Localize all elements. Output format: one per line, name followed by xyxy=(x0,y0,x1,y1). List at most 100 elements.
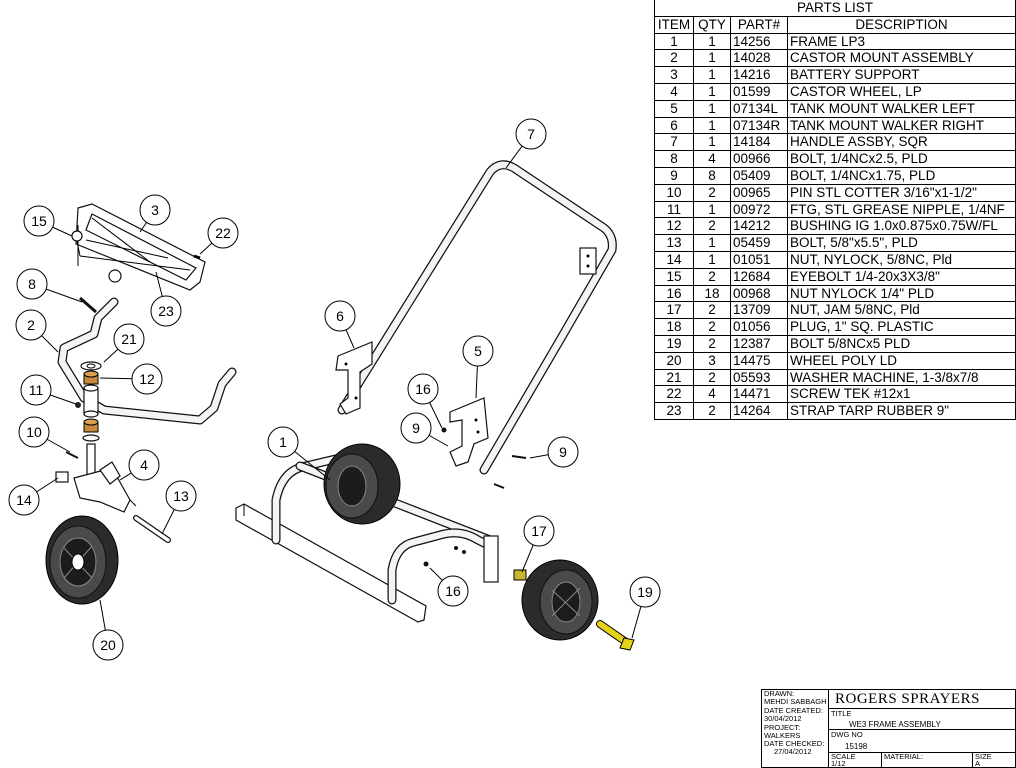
cell-qty: 18 xyxy=(693,284,731,303)
cell-part: 12684 xyxy=(730,267,788,286)
cell-qty: 3 xyxy=(693,351,731,370)
cell-qty: 1 xyxy=(693,66,731,84)
cell-desc: STRAP TARP RUBBER 9" xyxy=(787,402,1016,420)
balloon-14: 14 xyxy=(8,484,40,516)
cell-part: 05409 xyxy=(730,166,788,185)
dwg-value: 15198 xyxy=(845,742,868,751)
bolt-13-part xyxy=(133,515,171,543)
cell-part: 13709 xyxy=(730,301,788,320)
svg-text:9: 9 xyxy=(412,420,420,436)
cell-item: 12 xyxy=(654,217,694,236)
cell-qty: 4 xyxy=(693,385,731,404)
castor-wheel-20 xyxy=(45,515,119,605)
cell-part: 14475 xyxy=(730,351,788,370)
cell-item: 8 xyxy=(654,150,694,168)
cell-desc: TANK MOUNT WALKER LEFT xyxy=(787,99,1016,118)
date-created-value: 30/04/2012 xyxy=(764,714,802,723)
cell-item: 23 xyxy=(654,402,694,420)
cell-item: 11 xyxy=(654,200,694,219)
cell-desc: SCREW TEK #12x1 xyxy=(787,385,1016,404)
cell-qty: 1 xyxy=(693,133,731,152)
cell-qty: 2 xyxy=(693,368,731,387)
header-part: PART# xyxy=(730,15,788,34)
cell-desc: BATTERY SUPPORT xyxy=(787,66,1016,84)
castor-fork-part xyxy=(73,443,137,513)
cell-item: 10 xyxy=(654,183,694,202)
title-label: TITLE xyxy=(831,709,852,718)
material-cell: MATERIAL: xyxy=(881,752,973,768)
castor-mount-part xyxy=(57,297,237,425)
cotter-pin-part xyxy=(65,451,79,459)
date-created-label: DATE CREATED: xyxy=(764,706,823,715)
scale-label: SCALE xyxy=(831,752,856,761)
cell-item: 22 xyxy=(654,385,694,404)
svg-text:11: 11 xyxy=(29,382,44,398)
cell-qty: 2 xyxy=(693,301,731,320)
balloon-13: 13 xyxy=(165,480,197,512)
parts-list-header-row: ITEM QTY PART# DESCRIPTION xyxy=(654,15,1016,34)
balloon-1: 1 xyxy=(267,426,299,458)
cell-part: 01599 xyxy=(730,82,788,101)
cell-item: 7 xyxy=(654,133,694,152)
header-item: ITEM xyxy=(654,15,694,34)
cell-part: 00965 xyxy=(730,183,788,202)
cell-desc: CASTOR MOUNT ASSEMBLY xyxy=(787,49,1016,68)
cell-item: 19 xyxy=(654,334,694,353)
cell-item: 17 xyxy=(654,301,694,320)
parts-list-title: PARTS LIST xyxy=(654,0,1016,17)
cell-desc: BOLT, 5/8"x5.5", PLD xyxy=(787,234,1016,252)
balloon-7: 7 xyxy=(515,118,547,150)
cell-part: 00972 xyxy=(730,200,788,219)
cell-part: 05593 xyxy=(730,368,788,387)
svg-text:16: 16 xyxy=(415,381,431,397)
company-cell: ROGERS SPRAYERS INC. xyxy=(828,689,1016,709)
title-block: DRAWN: MEHDI SABBAGH DATE CREATED: 30/04… xyxy=(761,689,1016,768)
cell-desc: FTG, STL GREASE NIPPLE, 1/4NF xyxy=(787,200,1016,219)
battery-support-part xyxy=(75,203,206,291)
scale-cell: SCALE 1/12 xyxy=(828,752,882,768)
cell-part: 07134L xyxy=(730,99,788,118)
cell-desc: WASHER MACHINE, 1-3/8x7/8 xyxy=(787,368,1016,387)
cell-desc: FRAME LP3 xyxy=(787,32,1016,51)
cell-qty: 2 xyxy=(693,402,731,420)
size-value: A xyxy=(975,759,981,768)
balloon-22: 22 xyxy=(207,217,239,249)
cell-part: 00968 xyxy=(730,284,788,303)
cell-item: 21 xyxy=(654,368,694,387)
tank-mount-right-part xyxy=(335,341,373,415)
nylock-nut-part xyxy=(55,471,69,483)
cell-desc: TANK MOUNT WALKER RIGHT xyxy=(787,116,1016,135)
cell-desc: EYEBOLT 1/4-20x3X3/8" xyxy=(787,267,1016,286)
cell-qty: 1 xyxy=(693,49,731,68)
cell-item: 1 xyxy=(654,32,694,51)
cell-desc: HANDLE ASSBY, SQR xyxy=(787,133,1016,152)
balloon-3: 3 xyxy=(139,194,171,226)
cell-qty: 2 xyxy=(693,334,731,353)
balloon-2: 2 xyxy=(15,309,47,341)
svg-text:5: 5 xyxy=(474,343,482,359)
balloon-16-upper: 16 xyxy=(407,373,439,405)
cell-item: 20 xyxy=(654,351,694,370)
title-cell: TITLE WE3 FRAME ASSEMBLY xyxy=(828,708,1016,730)
cell-part: 00966 xyxy=(730,150,788,168)
svg-text:2: 2 xyxy=(27,317,35,333)
cell-desc: BOLT, 1/4NCx1.75, PLD xyxy=(787,166,1016,185)
balloon-16-lower: 16 xyxy=(437,575,469,607)
svg-text:4: 4 xyxy=(140,457,148,473)
